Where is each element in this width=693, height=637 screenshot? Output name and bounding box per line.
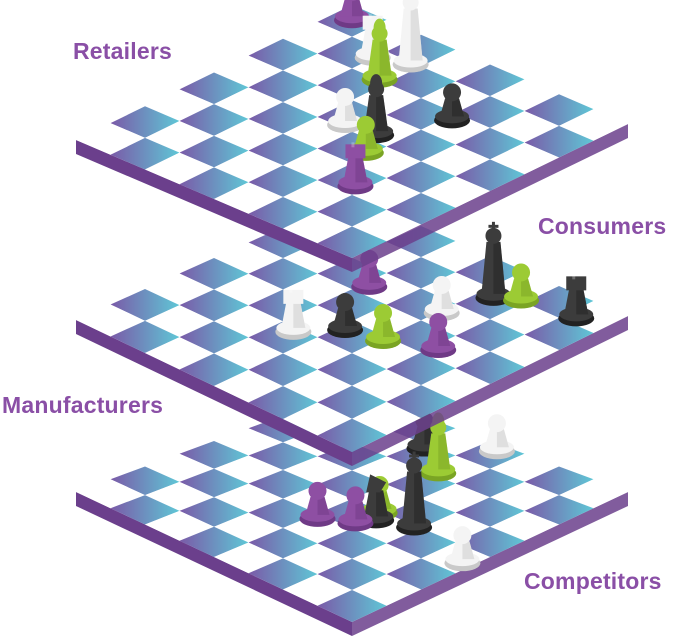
chess-piece-white-pawn <box>423 276 460 322</box>
chess-piece-purple-rook <box>337 142 374 195</box>
chess-piece-purple-pawn <box>334 0 370 29</box>
board-label-manufacturers: Manufacturers <box>2 392 164 418</box>
chess-piece-white-rook <box>275 287 312 340</box>
chess-piece-white-queen <box>392 0 429 73</box>
board-label-consumers: Consumers <box>538 213 667 239</box>
chess-piece-purple-pawn <box>337 486 374 532</box>
chess-piece-green-pawn <box>503 263 540 309</box>
chess-piece-black-king <box>475 221 512 306</box>
chess-piece-white-pawn <box>327 87 364 133</box>
chess-piece-purple-pawn <box>299 481 336 527</box>
chess-piece-black-pawn <box>327 293 364 339</box>
chess-piece-black-pawn <box>434 83 471 129</box>
chess-piece-purple-pawn <box>420 313 457 359</box>
board-label-retailers: Retailers <box>73 38 172 64</box>
chess-piece-black-king <box>396 451 433 536</box>
chess-piece-white-pawn <box>444 526 481 572</box>
chess-piece-green-pawn <box>365 303 402 349</box>
chess-piece-black-rook <box>558 274 595 327</box>
board-label-competitors: Competitors <box>524 568 662 594</box>
chess-piece-white-pawn <box>478 414 515 460</box>
boards-layer <box>76 0 628 636</box>
chess-piece-green-bishop <box>361 18 398 88</box>
chess-piece-purple-pawn <box>351 249 388 295</box>
board <box>76 0 628 272</box>
